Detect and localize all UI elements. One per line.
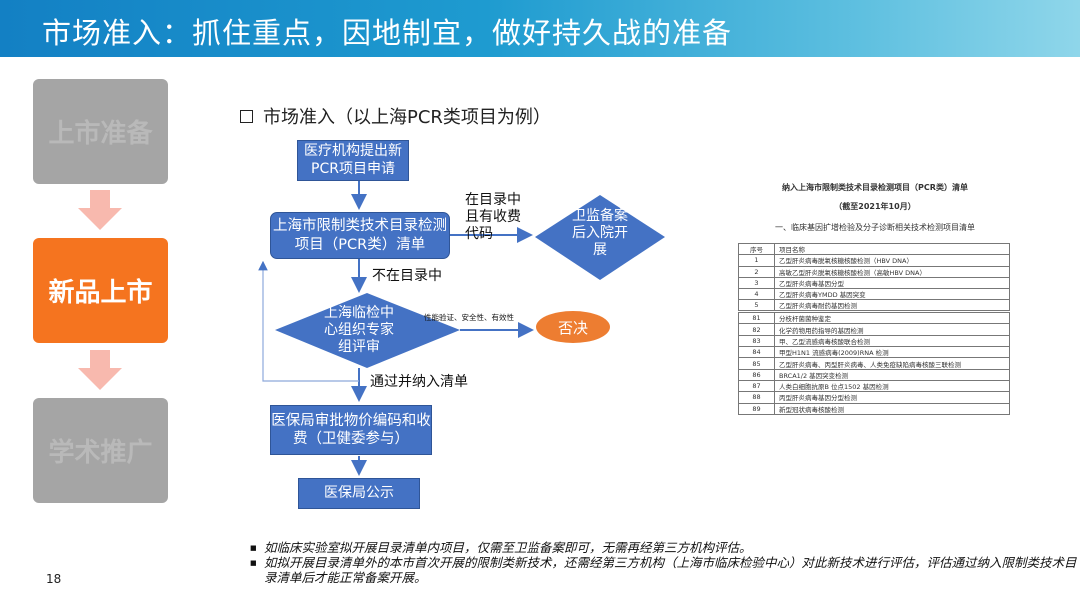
diamond-filing-text: 卫监备案后入院开展 bbox=[572, 208, 628, 258]
table-cell: 86 bbox=[738, 368, 775, 381]
table-cell: 87 bbox=[738, 379, 775, 393]
table-cell: 84 bbox=[738, 346, 775, 359]
table-subtitle: （截至2021年10月） bbox=[834, 202, 916, 211]
label-not-in-catalog: 不在目录中 bbox=[372, 268, 442, 284]
table-cell: 乙型肝炎病毒基因分型 bbox=[774, 276, 1010, 290]
header-bar bbox=[0, 0, 1080, 57]
table-cell: 85 bbox=[738, 357, 775, 370]
page-title: 市场准入：抓住重点，因地制宜，做好持久战的准备 bbox=[42, 16, 733, 50]
diamond-shape bbox=[535, 195, 665, 280]
header-cell: 序号 bbox=[738, 242, 775, 256]
diamond-review-text: 上海临检中心组织专家组评审 bbox=[324, 305, 394, 355]
table-cell: 人类白细胞抗原B 位点1502 基因检测 bbox=[774, 379, 1010, 393]
table-header-row: 序号项目名称 bbox=[738, 242, 1010, 256]
table-cell: 甲、乙型流感病毒核酸联合检测 bbox=[774, 334, 1010, 348]
down-arrow-icon bbox=[78, 350, 122, 390]
table-cell: 82 bbox=[738, 323, 775, 336]
page-number: 18 bbox=[46, 572, 62, 586]
step-listing-prep: 上市准备 bbox=[33, 79, 168, 184]
table-cell: 81 bbox=[738, 311, 775, 325]
step-academic-promotion: 学术推广 bbox=[33, 398, 168, 503]
table-cell: 88 bbox=[738, 391, 775, 404]
step-new-product-launch: 新品上市 bbox=[33, 238, 168, 343]
reject-oval: 否决 bbox=[557, 319, 588, 337]
table-cell: 分枝杆菌菌种鉴定 bbox=[774, 311, 1010, 325]
table-cell: 89 bbox=[738, 402, 775, 415]
table-cell: 5 bbox=[738, 299, 775, 313]
table-cell: 83 bbox=[738, 334, 775, 348]
table-cell: BRCA1/2 基因突变检测 bbox=[774, 368, 1010, 381]
table-cell: 1 bbox=[738, 254, 775, 267]
bullet-item: 如拟开展目录清单外的本市首次开展的限制类新技术，还需经第三方机构（上海市临床检验… bbox=[250, 555, 1080, 585]
label-criteria: 性能验证、安全性、有效性 bbox=[424, 313, 514, 322]
table-cell: 3 bbox=[738, 276, 775, 290]
table-cell: 乙型肝炎病毒YMDD 基因突变 bbox=[774, 288, 1010, 301]
down-arrow-icon bbox=[78, 190, 122, 230]
flow-box-pricing: 医保局审批物价编码和收费（卫健委参与） bbox=[270, 405, 432, 455]
table-cell: 4 bbox=[738, 288, 775, 301]
table-section: 一、临床基因扩增检验及分子诊断相关技术检测项目清单 bbox=[775, 223, 975, 232]
table-cell: 乙型肝炎病毒脱氧核糖核酸检测（HBV DNA） bbox=[774, 254, 1010, 267]
catalog-table-image: 纳入上海市限制类技术目录检测项目（PCR类）清单 （截至2021年10月） 一、… bbox=[735, 182, 1015, 415]
flow-box-catalog: 上海市限制类技术目录检测项目（PCR类）清单 bbox=[270, 212, 450, 259]
heading-text: 市场准入（以上海PCR类项目为例） bbox=[263, 107, 551, 128]
diamond-shape bbox=[275, 293, 460, 368]
header-cell: 项目名称 bbox=[774, 242, 1010, 256]
table-cell: 化学药物用药指导的基因检测 bbox=[774, 323, 1010, 336]
label-pass: 通过并纳入清单 bbox=[370, 374, 468, 390]
table-title: 纳入上海市限制类技术目录检测项目（PCR类）清单 bbox=[782, 183, 968, 192]
table-cell: 高敏乙型肝炎脱氧核糖核酸检测（高敏HBV DNA） bbox=[774, 265, 1010, 278]
flow-box-application: 医疗机构提出新PCR项目申请 bbox=[297, 140, 409, 181]
table-cell: 2 bbox=[738, 265, 775, 278]
bullet-item: 如临床实验室拟开展目录清单内项目，仅需至卫监备案即可，无需再经第三方机构评估。 bbox=[250, 540, 1080, 556]
label-in-catalog: 在目录中且有收费代码 bbox=[465, 192, 521, 242]
flow-box-publicity: 医保局公示 bbox=[298, 478, 420, 509]
table-cell: 乙型肝炎病毒耐药基因检测 bbox=[774, 299, 1010, 313]
table-cell: 乙型肝炎病毒、丙型肝炎病毒、人类免疫缺陷病毒核酸三联检测 bbox=[774, 357, 1010, 370]
bullet-list: 如临床实验室拟开展目录清单内项目，仅需至卫监备案即可，无需再经第三方机构评估。 … bbox=[250, 540, 1080, 585]
table-cell: 新型冠状病毒核酸检测 bbox=[774, 402, 1010, 415]
table-cell: 甲型H1N1 流感病毒(2009)RNA 检测 bbox=[774, 346, 1010, 359]
section-heading: 市场准入（以上海PCR类项目为例） bbox=[240, 103, 551, 129]
checkbox-bullet-icon bbox=[240, 109, 253, 123]
table-cell: 丙型肝炎病毒基因分型检测 bbox=[774, 391, 1010, 404]
